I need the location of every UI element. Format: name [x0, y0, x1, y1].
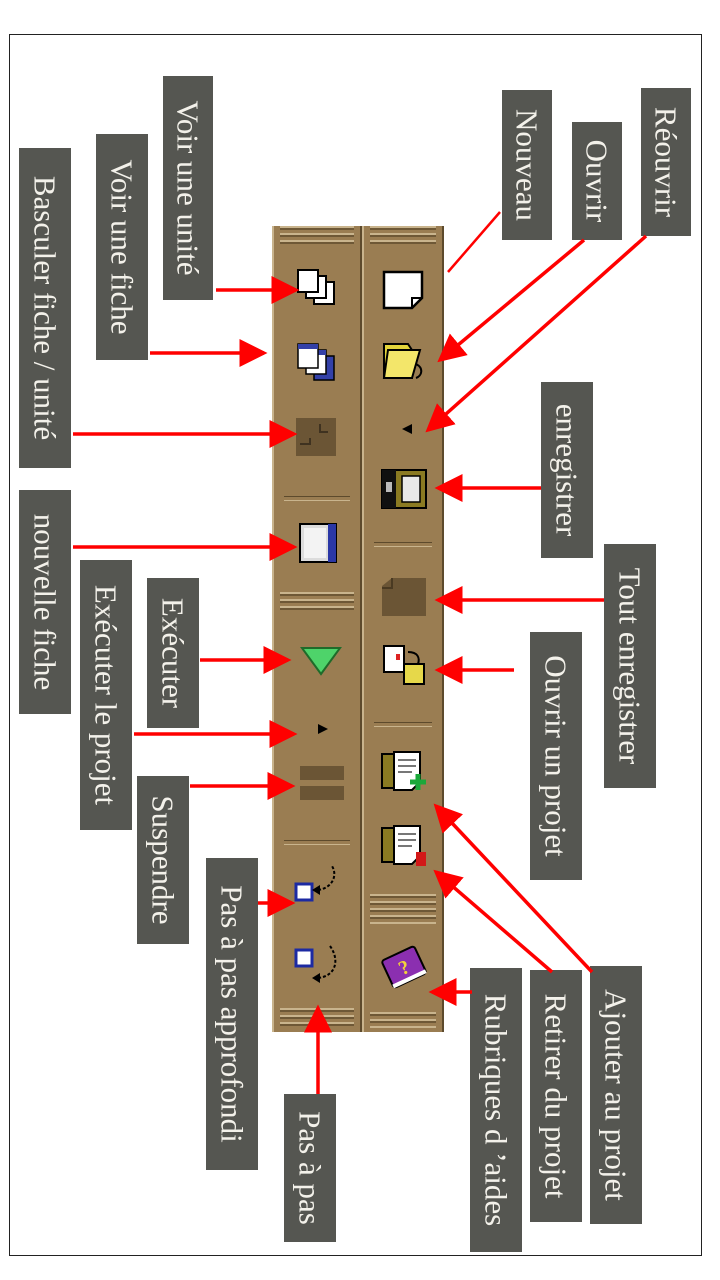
toolbar-separator	[284, 840, 350, 845]
help-topics-icon[interactable]: ?	[378, 944, 430, 990]
label-pas-a-pas-approfondi: Pas à pas approfondi	[206, 858, 258, 1170]
run-dropdown-icon[interactable]	[296, 706, 348, 752]
step-over-icon[interactable]	[292, 940, 344, 986]
label-voir-une-fiche: Voir une fiche	[96, 134, 148, 360]
label-executer: Exécuter	[147, 578, 199, 728]
view-form-icon[interactable]	[292, 340, 344, 386]
trace-into-icon[interactable]	[292, 862, 344, 908]
label-tout-enregistrer: Tout enregistrer	[604, 544, 656, 788]
toolbar-grip[interactable]	[370, 226, 436, 246]
label-ouvrir-un-projet: Ouvrir un projet	[530, 632, 582, 880]
label-pas-a-pas: Pas à pas	[284, 1094, 336, 1242]
pause-icon[interactable]	[296, 760, 348, 806]
label-reouvrir: Réouvrir	[641, 88, 691, 236]
label-enregistrer: enregistrer	[541, 382, 593, 558]
toolbar-separator	[284, 496, 350, 501]
label-voir-une-unite: Voir une unité	[163, 76, 213, 300]
label-rubriques-d-aides: Rubriques d ’aides	[470, 968, 522, 1252]
toolbar-separator	[374, 722, 432, 727]
label-nouveau: Nouveau	[502, 90, 552, 240]
save-icon[interactable]	[378, 466, 430, 512]
label-executer-le-projet: Exécuter le projet	[80, 560, 132, 830]
toolbar-grip[interactable]	[280, 592, 354, 612]
reopen-dropdown-icon[interactable]	[384, 406, 436, 452]
toolbar-grip[interactable]	[280, 1008, 354, 1028]
add-to-project-icon[interactable]	[378, 748, 430, 794]
label-nouvelle-fiche: nouvelle fiche	[19, 490, 71, 714]
save-all-icon[interactable]	[378, 574, 430, 620]
label-ajouter-au-projet: Ajouter au projet	[590, 966, 642, 1224]
open-project-icon[interactable]	[378, 642, 430, 688]
new-form-icon[interactable]	[292, 520, 344, 566]
open-icon[interactable]	[378, 338, 430, 384]
label-basculer-fiche-unite: Basculer fiche / unité	[19, 148, 71, 468]
toolbar-grip[interactable]	[370, 1012, 436, 1028]
remove-from-project-icon[interactable]	[378, 822, 430, 868]
label-ouvrir: Ouvrir	[572, 122, 622, 240]
label-retirer-du-projet: Retirer du projet	[530, 970, 582, 1222]
run-icon[interactable]	[296, 638, 348, 684]
toggle-form-unit-icon[interactable]	[290, 414, 342, 460]
label-suspendre: Suspendre	[137, 776, 189, 944]
toolbar-separator	[374, 542, 432, 547]
new-icon[interactable]	[378, 266, 430, 312]
toolbar-grip[interactable]	[370, 894, 436, 924]
view-unit-icon[interactable]	[292, 266, 344, 312]
toolbar-grip[interactable]	[280, 226, 354, 246]
